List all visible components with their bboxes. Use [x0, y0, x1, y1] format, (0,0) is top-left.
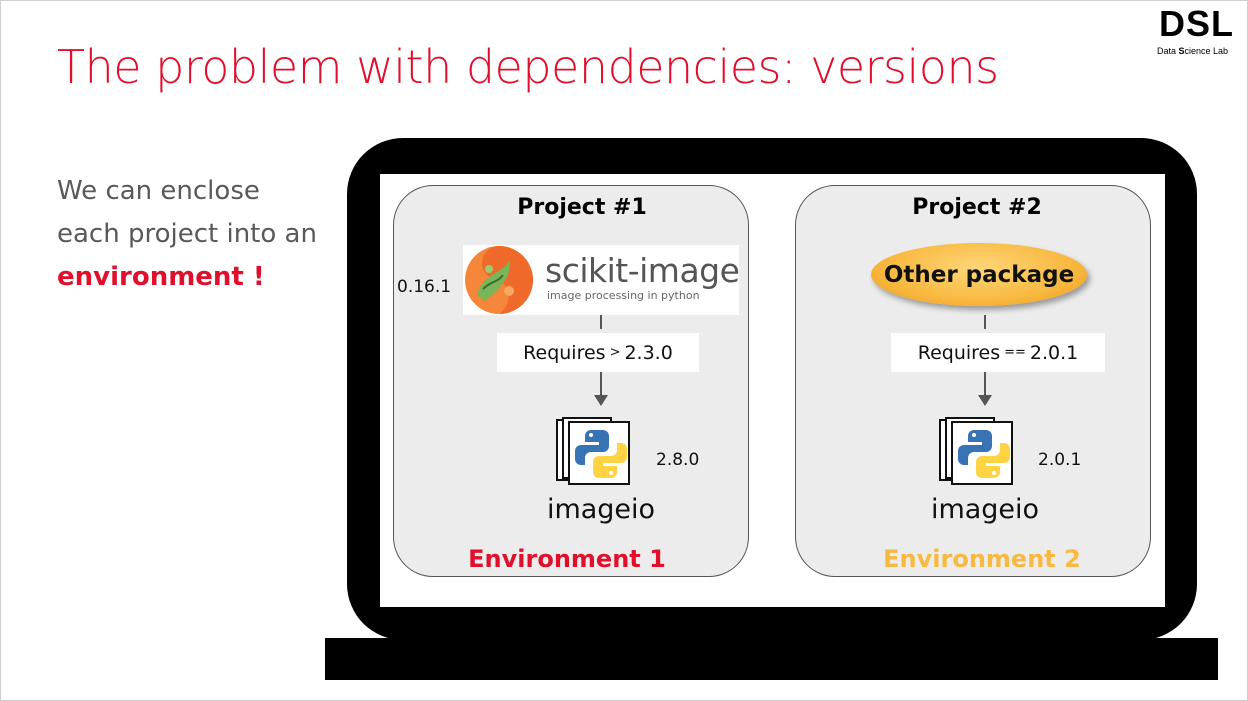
other-package-badge: Other package [871, 243, 1087, 306]
intro-line-2: each project into an [57, 219, 317, 249]
python-file-stack-icon [939, 417, 1013, 485]
connector-2-top [984, 315, 986, 329]
requirement-1: Requires>2.3.0 [497, 333, 699, 372]
connector-1-bottom [600, 372, 602, 396]
arrow-down-icon [978, 395, 992, 406]
environment-1-label: Environment 1 [468, 545, 666, 573]
dependency-2-name: imageio [930, 494, 1040, 525]
intro-line-1: We can enclose [57, 176, 260, 206]
package-1-name: scikit-image [545, 251, 740, 290]
slide-title: The problem with dependencies: versions [57, 40, 999, 94]
python-file-stack-icon [556, 417, 630, 485]
dsl-logo: DSL Data Science Lab [1157, 3, 1234, 57]
requirement-2: Requires==2.0.1 [891, 333, 1105, 372]
dependency-2-version: 2.0.1 [1038, 450, 1082, 470]
package-1-tagline: image processing in python [547, 289, 700, 302]
logo-short: DSL [1159, 3, 1234, 44]
dependency-1-version: 2.8.0 [656, 450, 700, 470]
intro-text: We can enclose each project into an envi… [57, 170, 357, 299]
intro-highlight: environment ! [57, 262, 265, 292]
connector-2-bottom [984, 372, 986, 396]
scikit-image-logo: scikit-image image processing in python [463, 245, 740, 315]
dependency-1-name: imageio [546, 494, 656, 525]
laptop-base [325, 638, 1218, 680]
scikit-image-icon [465, 246, 533, 314]
package-1-version: 0.16.1 [397, 277, 452, 297]
logo-long: Data Science Lab [1157, 46, 1229, 56]
connector-1-top [600, 315, 602, 329]
project-2-title: Project #2 [912, 195, 1042, 220]
project-1-title: Project #1 [517, 195, 647, 220]
environment-2-label: Environment 2 [883, 545, 1081, 573]
arrow-down-icon [594, 395, 608, 406]
